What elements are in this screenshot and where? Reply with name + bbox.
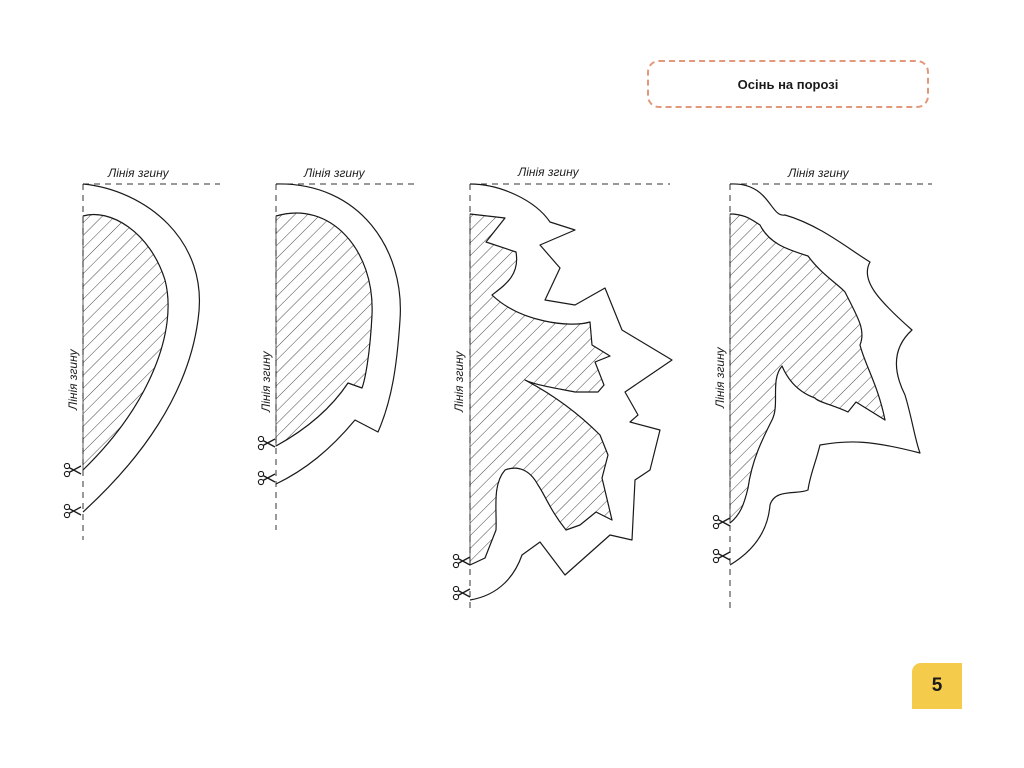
scissors-icon bbox=[712, 548, 731, 564]
page-number: 5 bbox=[931, 675, 943, 696]
side-fold-label: Лінія згину bbox=[259, 350, 273, 413]
scissors-icon bbox=[63, 462, 82, 478]
cut-outline bbox=[82, 183, 200, 513]
top-fold-label: Лінія згину bbox=[303, 166, 366, 180]
scissors-icon bbox=[257, 470, 276, 486]
page-number-badge: 5 bbox=[912, 663, 962, 709]
hatched-area bbox=[729, 213, 886, 524]
scissors-icon bbox=[712, 514, 731, 530]
top-fold-label: Лінія згину bbox=[787, 166, 850, 180]
inner-cut-outline bbox=[275, 212, 373, 447]
inner-cut-outline bbox=[729, 213, 886, 524]
template-oak-leaf-shape: Лінія згину Лінія згину bbox=[712, 166, 932, 612]
scissors-icon bbox=[257, 435, 276, 451]
side-fold-label: Лінія згину bbox=[452, 350, 466, 413]
page-title: Осінь на порозі bbox=[737, 76, 839, 92]
top-fold-label: Лінія згину bbox=[517, 165, 580, 179]
inner-cut-outline bbox=[469, 213, 613, 566]
scissors-icon bbox=[452, 585, 471, 601]
template-round-notched-shape: Лінія згину Лінія згину bbox=[257, 166, 415, 530]
inner-cut-outline bbox=[82, 214, 169, 471]
scissors-icon bbox=[452, 553, 471, 569]
cut-outline bbox=[469, 183, 673, 601]
page-title-badge: Осінь на порозі bbox=[647, 60, 929, 108]
template-maple-leaf-shape: Лінія згину Лінія згину bbox=[452, 165, 673, 612]
scissors-icon bbox=[63, 503, 82, 519]
cut-outline bbox=[729, 183, 921, 566]
cut-outline bbox=[275, 183, 401, 485]
top-fold-label: Лінія згину bbox=[107, 166, 170, 180]
side-fold-label: Лінія згину bbox=[713, 346, 727, 409]
hatched-area bbox=[82, 214, 169, 471]
side-fold-label: Лінія згину bbox=[66, 348, 80, 411]
template-round-shape: Лінія згину Лінія згину bbox=[63, 166, 220, 540]
